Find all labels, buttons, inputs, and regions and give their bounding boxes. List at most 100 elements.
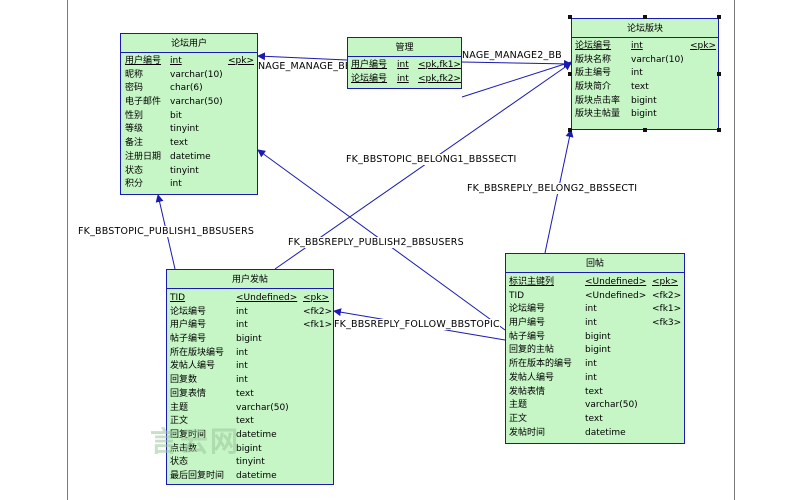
label-manage-users: NAGE_MANAGE_BB: [258, 61, 352, 72]
label-topic-publish: FK_BBSTOPIC_PUBLISH1_BBSUSERS: [78, 226, 255, 237]
field-name: 帖子编号: [509, 331, 546, 342]
field-type: tinyint: [236, 457, 265, 468]
field-type: <Undefined>: [236, 293, 298, 303]
field-name: 用户编号: [170, 320, 207, 331]
field-key: <pk>: [228, 56, 255, 66]
field-name: 标识主键列: [509, 277, 555, 287]
link-manage-users: [257, 52, 348, 61]
field-key: <pk>: [690, 41, 717, 51]
selection-handle[interactable]: [643, 15, 647, 19]
field-type: int: [585, 304, 597, 315]
field-type: int: [170, 179, 182, 190]
field-type: int: [236, 320, 248, 331]
field-name: 发帖表情: [509, 386, 546, 397]
field-type: int: [585, 372, 597, 383]
entity-title: 管理: [348, 38, 461, 57]
field-type: varchar(50): [585, 400, 638, 411]
field-type: datetime: [236, 470, 277, 481]
field-type: bigint: [236, 443, 262, 454]
field-row[interactable]: 发帖人编号 int: [506, 372, 684, 386]
selection-handle[interactable]: [717, 15, 721, 19]
field-row[interactable]: 用户编号 int <fk1>: [167, 319, 333, 333]
field-type: <Undefined>: [585, 277, 647, 287]
field-name: 用户编号: [351, 60, 388, 70]
selection-handle[interactable]: [568, 15, 572, 19]
field-name: 主题: [170, 402, 189, 413]
selection-handle[interactable]: [717, 72, 721, 76]
field-row[interactable]: 标识主键列<Undefined><pk>: [506, 276, 684, 290]
field-row[interactable]: 主题 varchar(50): [167, 402, 333, 416]
field-name: 回复时间: [170, 429, 207, 440]
selection-handle[interactable]: [643, 128, 647, 132]
field-type: varchar(50): [236, 402, 289, 413]
field-row[interactable]: TID<Undefined><fk2>: [506, 290, 684, 304]
field-name: TID: [170, 293, 186, 303]
field-name: TID: [509, 290, 525, 301]
field-name: 发帖人编号: [509, 372, 555, 383]
selection-handle[interactable]: [568, 128, 572, 132]
field-name: 正文: [509, 413, 528, 424]
field-name: 论坛编号: [575, 41, 612, 51]
field-type: int: [236, 375, 248, 386]
entity-bbsreply[interactable]: 回帖 标识主键列<Undefined><pk>TID<Undefined><fk…: [505, 253, 685, 444]
field-key: <fk2>: [652, 290, 682, 301]
field-key: <pk,fk1>: [418, 60, 461, 70]
field-name: 积分: [125, 179, 144, 190]
field-type: datetime: [585, 427, 626, 438]
field-key: <fk1>: [303, 320, 333, 331]
selection-handle[interactable]: [568, 72, 572, 76]
field-name: 等级: [125, 124, 144, 135]
field-name: 版块简介: [575, 82, 612, 93]
field-type: int: [397, 73, 409, 84]
left-border-line: [67, 0, 68, 500]
label-reply-follow: FK_BBSREPLY_FOLLOW_BBSTOPIC: [334, 319, 500, 330]
field-row[interactable]: TID<Undefined><pk>: [167, 292, 333, 306]
field-row[interactable]: 积分 int: [121, 178, 257, 192]
field-type: int: [236, 347, 248, 358]
selection-handle[interactable]: [717, 128, 721, 132]
